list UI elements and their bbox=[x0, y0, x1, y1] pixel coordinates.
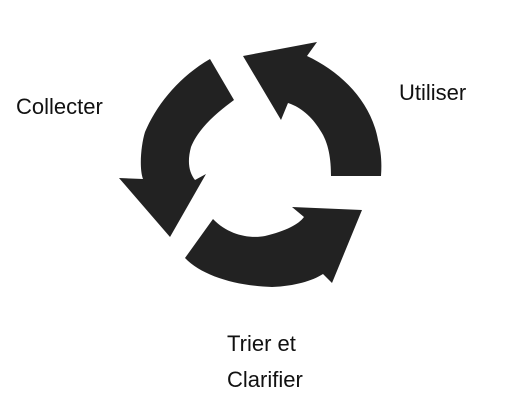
arrow-use-icon bbox=[243, 42, 382, 176]
label-use: Utiliser bbox=[399, 80, 467, 105]
arrow-collect-icon bbox=[119, 59, 234, 237]
label-sort-line-2: Clarifier bbox=[227, 367, 303, 392]
label-collect: Collecter bbox=[16, 94, 103, 119]
label-sort: Trier et Clarifier bbox=[227, 326, 303, 398]
label-sort-line-1: Trier et bbox=[227, 331, 296, 356]
arrow-sort-icon bbox=[185, 207, 362, 287]
